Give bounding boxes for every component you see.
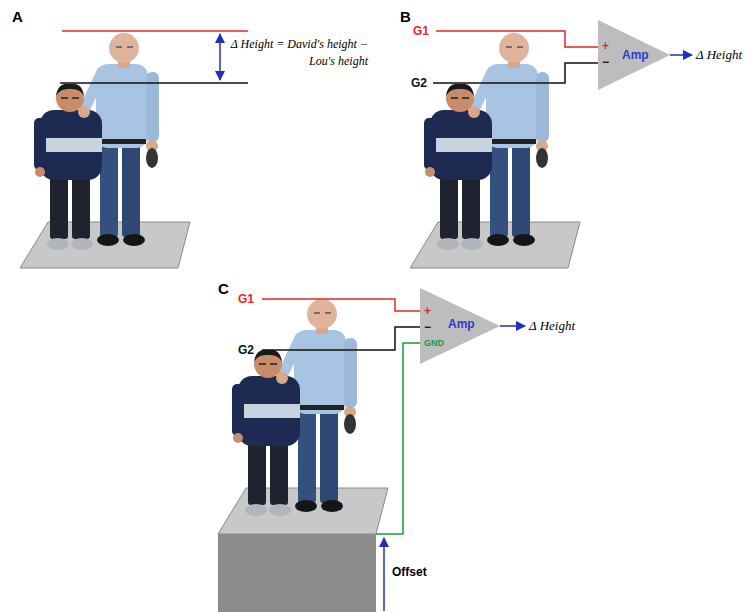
amplifier-triangle: + − GND Amp [420,288,500,364]
signal-wire [436,31,598,47]
signal-wire [433,63,598,83]
amplifier-triangle: + −Amp [598,20,670,90]
panel-letter: C [218,280,229,298]
signal-name: G2 [411,76,427,90]
amplifier-outline [420,288,500,364]
signal-name: G1 [238,292,254,306]
signal-name: G2 [238,343,254,357]
pin-label: GND [424,337,444,349]
signal-wire [262,299,420,311]
panel-letter: B [400,8,411,26]
ground-wire [376,343,420,534]
pin-label: − [602,55,609,69]
panel-letter: A [12,8,23,26]
height-line [62,30,248,32]
people-figure [20,33,190,268]
pin-label: + [602,39,609,53]
people-figure [218,299,388,534]
amplifier-outline [598,20,670,90]
equation-text: Δ Height = David's height − Lou's height [226,36,368,70]
output-arrow [500,325,525,327]
output-arrow [670,54,692,56]
people-figure [410,33,580,268]
offset-label: Offset [392,565,427,579]
amplifier-label: Amp [622,48,649,62]
pin-label: + [424,304,431,318]
signal-name: G1 [413,24,429,38]
pin-label: − [424,320,431,334]
offset-arrow [383,538,385,611]
amplifier-label: Amp [448,317,475,331]
height-line [60,82,248,84]
offset-block [218,534,376,612]
signal-wire [262,327,420,350]
output-label: Δ Height [696,47,742,62]
dimension-arrow [219,34,221,80]
output-label: Δ Height [529,318,575,333]
